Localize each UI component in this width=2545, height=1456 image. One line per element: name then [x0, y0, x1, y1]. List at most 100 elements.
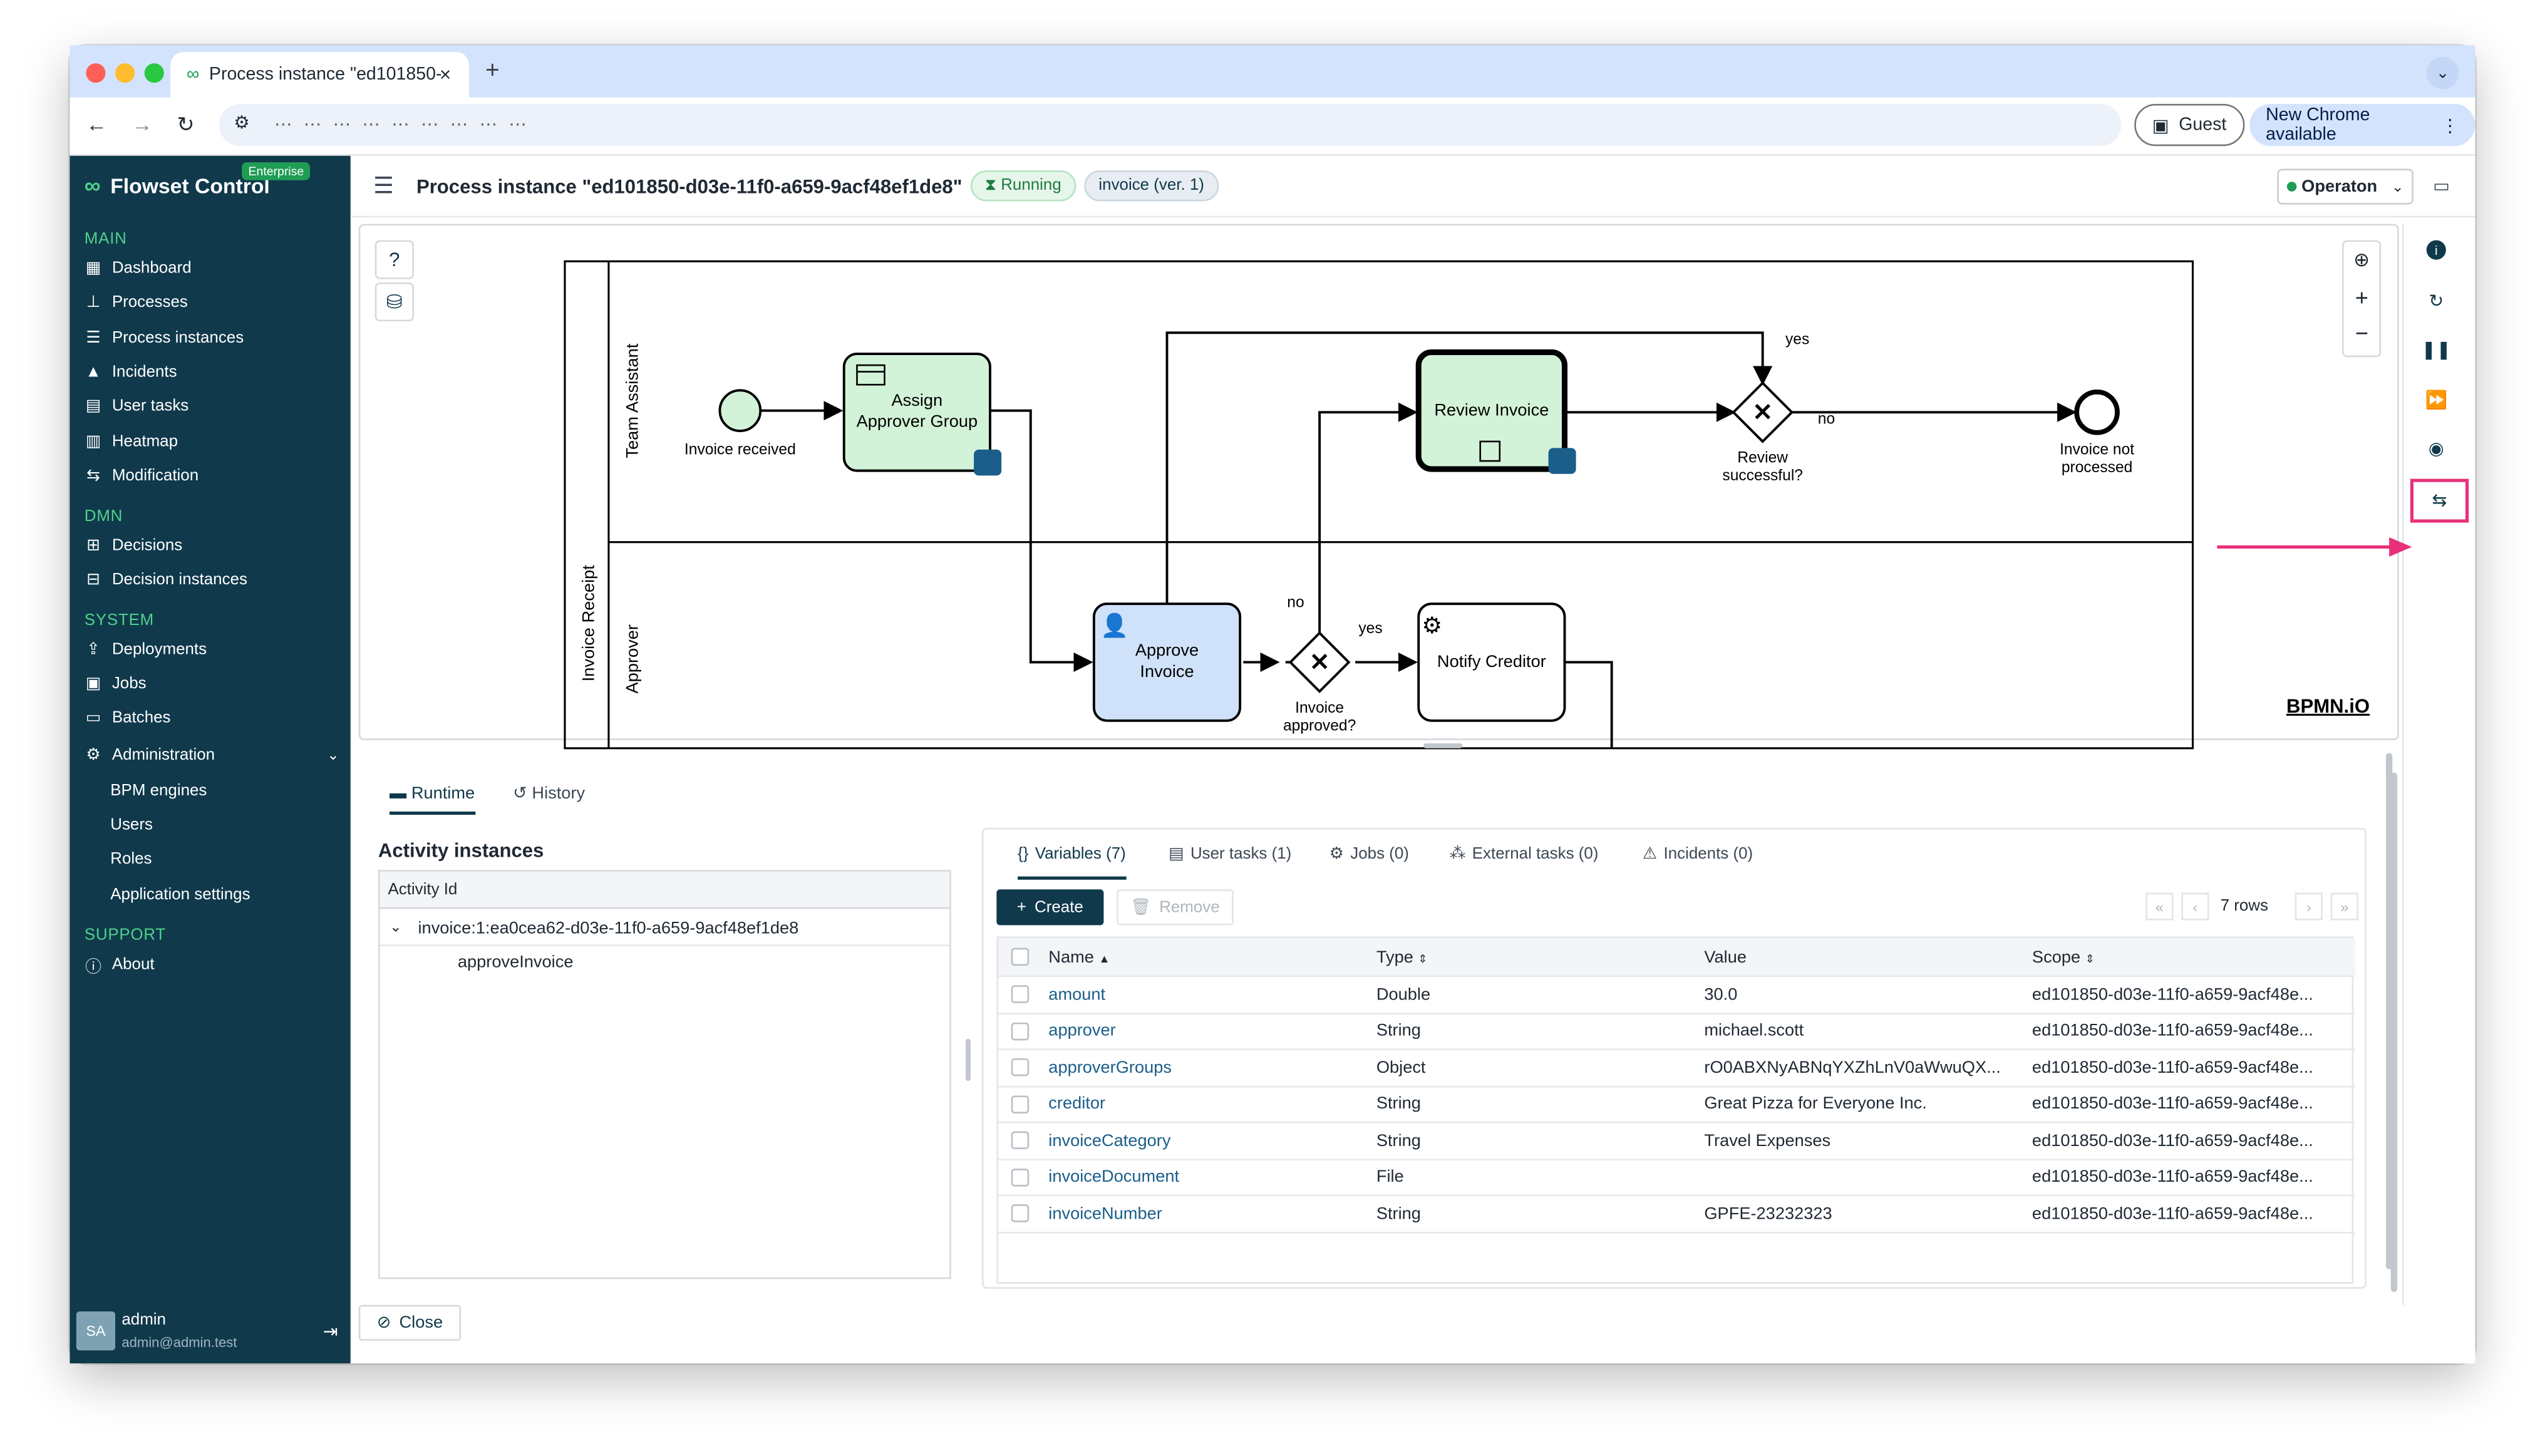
chevron-down-icon[interactable]: ⌄ — [390, 918, 402, 935]
sidebar-item-jobs[interactable]: ▣Jobs — [85, 674, 147, 693]
guest-profile-button[interactable]: ▣ Guest — [2134, 103, 2244, 147]
gateway-invoice-approved[interactable]: ✕ Invoice approved? no yes — [1283, 594, 1383, 734]
stop-button[interactable]: ◉ — [2417, 428, 2455, 467]
create-button[interactable]: +Create — [996, 889, 1104, 926]
skip-button[interactable]: ⏩ — [2417, 379, 2455, 418]
row-checkbox[interactable] — [1011, 1058, 1030, 1077]
info-button[interactable]: i — [2417, 230, 2455, 269]
panel-resize-handle[interactable] — [1423, 743, 1463, 748]
zoom-in-icon[interactable]: + — [2355, 284, 2368, 311]
row-checkbox[interactable] — [1011, 1131, 1030, 1149]
column-name[interactable]: Name ▲ — [1048, 947, 1110, 967]
variable-name[interactable]: amount — [1048, 984, 1106, 1004]
sidebar-item-administration[interactable]: ⚙Administration⌄ — [85, 741, 339, 767]
last-page-icon[interactable]: » — [2330, 892, 2358, 921]
sidebar-item-dashboard[interactable]: ▦Dashboard — [85, 259, 192, 277]
sidebar-item-users[interactable]: Users — [110, 815, 153, 834]
task-assign-approver-group[interactable]: Assign Approver Group — [842, 353, 1002, 476]
tab-user-tasks[interactable]: ▤User tasks (1) — [1169, 845, 1292, 864]
back-icon[interactable]: ← — [86, 111, 108, 137]
column-scope[interactable]: Scope ⇕ — [2031, 947, 2095, 967]
select-all-checkbox[interactable] — [1011, 947, 1030, 966]
sidebar-item-heatmap[interactable]: ▥Heatmap — [85, 432, 178, 451]
definition-badge[interactable]: invoice (ver. 1) — [1084, 170, 1219, 202]
database-button[interactable]: ⛁ — [374, 282, 414, 322]
modify-button[interactable]: ⇆ — [2410, 478, 2469, 523]
sidebar-item-modification[interactable]: ⇆Modification — [85, 463, 199, 488]
gateway-review-successful[interactable]: ✕ Review successful? yes no — [1722, 331, 1835, 484]
sidebar-item-deployments[interactable]: ⇪Deployments — [85, 636, 207, 662]
sidebar-item-bpm-engines[interactable]: BPM engines — [110, 781, 207, 800]
retry-button[interactable]: ↻ — [2417, 281, 2455, 319]
maximize-window-button[interactable] — [144, 63, 164, 83]
close-button[interactable]: ⊘Close — [358, 1304, 462, 1341]
row-checkbox[interactable] — [1011, 1095, 1030, 1113]
variable-name[interactable]: invoiceDocument — [1048, 1167, 1180, 1187]
variable-name[interactable]: approver — [1048, 1021, 1116, 1041]
row-checkbox[interactable] — [1011, 985, 1030, 1003]
sidebar-item-decisions[interactable]: ⊞Decisions — [85, 532, 182, 558]
column-type[interactable]: Type ⇕ — [1376, 947, 1428, 967]
variable-name[interactable]: creditor — [1048, 1094, 1106, 1114]
site-info-icon[interactable]: ⚙ — [234, 113, 250, 133]
tab-history[interactable]: ↺ History — [513, 783, 586, 803]
task-approve-invoice[interactable]: Approve Invoice 👤 — [1092, 602, 1242, 722]
sidebar-item-batches[interactable]: ▭Batches — [85, 708, 171, 726]
bpmn-canvas[interactable]: Invoice Receipt Team Assistant Approver — [360, 225, 2400, 750]
tab-variables[interactable]: {}Variables (7) — [1018, 845, 1126, 880]
task-review-invoice[interactable]: Review Invoice — [1415, 349, 1576, 474]
row-checkbox[interactable] — [1011, 1204, 1030, 1222]
tab-jobs[interactable]: ⚙Jobs (0) — [1329, 845, 1409, 864]
end-event[interactable]: Invoice not processed — [2060, 390, 2134, 476]
next-page-icon[interactable]: › — [2295, 892, 2323, 921]
sidebar-item-incidents[interactable]: ▲Incidents — [85, 363, 177, 381]
new-chrome-button[interactable]: New Chrome available ⋮ — [2249, 103, 2475, 147]
start-event[interactable]: Invoice received — [684, 389, 796, 458]
sidebar-item-processes[interactable]: ⊥Processes — [85, 289, 188, 314]
close-window-button[interactable] — [86, 63, 106, 83]
forward-icon[interactable]: → — [131, 111, 153, 137]
browser-tab[interactable]: ∞ Process instance "ed101850- × — [170, 51, 470, 98]
engine-selector[interactable]: Operaton ⌄ — [2277, 168, 2414, 205]
first-page-icon[interactable]: « — [2145, 892, 2174, 921]
tab-search-icon[interactable]: ⌄ — [2426, 56, 2459, 90]
reset-zoom-icon[interactable]: ⊕ — [2353, 248, 2370, 271]
sidebar-item-user-tasks[interactable]: ▤User tasks — [85, 396, 189, 415]
tab-runtime[interactable]: ▬ Runtime — [390, 784, 475, 815]
task-notify-creditor[interactable]: Notify Creditor ⚙ — [1417, 602, 1566, 722]
sidebar-item-roles[interactable]: Roles — [110, 849, 152, 868]
zoom-out-icon[interactable]: − — [2355, 319, 2368, 346]
activity-child-row[interactable]: approveInvoice — [457, 953, 574, 973]
panel-layout-icon[interactable]: ▭ — [2433, 177, 2450, 197]
reload-icon[interactable]: ↻ — [177, 111, 195, 137]
sidebar-item-process-instances[interactable]: ☰Process instances — [85, 324, 244, 350]
sidebar-item-decision-instances[interactable]: ⊟Decision instances — [85, 567, 247, 592]
new-tab-icon[interactable]: + — [485, 56, 500, 85]
details-scrollbar[interactable] — [2385, 753, 2393, 1269]
tab-incidents[interactable]: ⚠Incidents (0) — [1642, 845, 1753, 864]
row-checkbox[interactable] — [1011, 1021, 1030, 1040]
logout-icon[interactable]: ⇥ — [323, 1323, 338, 1343]
hamburger-icon[interactable]: ☰ — [373, 172, 394, 199]
prev-page-icon[interactable]: ‹ — [2181, 892, 2209, 921]
variable-name[interactable]: invoiceCategory — [1048, 1130, 1171, 1150]
activity-root-row[interactable]: ⌄ invoice:1:ea0cea62-d03e-11f0-a659-9acf… — [379, 911, 950, 947]
pool-invoice-receipt[interactable]: Invoice Receipt Team Assistant Approver — [564, 260, 2194, 750]
minimize-window-button[interactable] — [115, 63, 135, 83]
address-bar[interactable]: ⚙ ⋯ ⋯ ⋯ ⋯ ⋯ ⋯ ⋯ ⋯ ⋯ — [219, 103, 2122, 147]
tab-external-tasks[interactable]: ⁂External tasks (0) — [1449, 845, 1599, 864]
action-bar-scrollbar[interactable] — [2390, 772, 2398, 1293]
user-panel[interactable]: SA admin admin@admin.test ⇥ — [76, 1308, 344, 1354]
row-checkbox[interactable] — [1011, 1167, 1030, 1186]
suspend-button[interactable]: ❚❚ — [2417, 329, 2455, 368]
help-button[interactable]: ? — [374, 240, 414, 279]
bpmn-diagram[interactable]: ? ⛁ ⊕ + − Invoice Receipt Team Assistant… — [358, 224, 2400, 750]
